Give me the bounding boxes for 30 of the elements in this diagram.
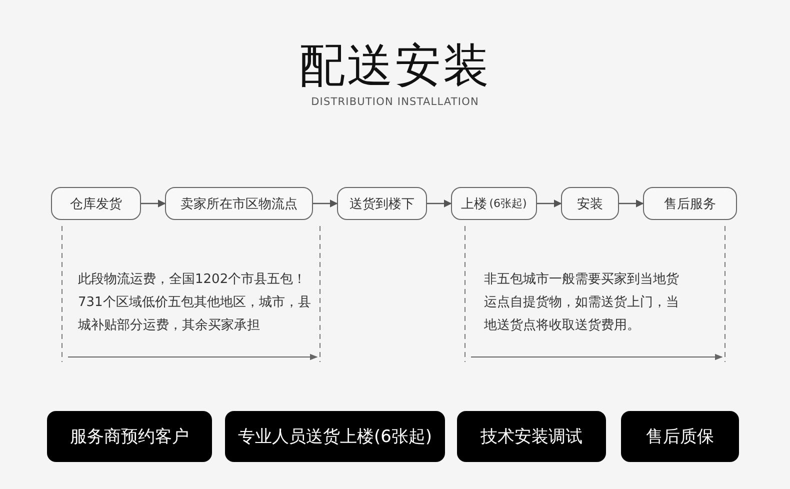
service-badge xyxy=(225,411,445,462)
service-badge xyxy=(47,411,212,462)
service-badge xyxy=(457,411,606,462)
badge-label: 售后质保 xyxy=(646,426,714,448)
step-box xyxy=(51,187,141,220)
arrow xyxy=(141,200,166,208)
badge-label: 专业人员送货上楼(6张起) xyxy=(238,426,432,448)
badge-label: 服务商预约客户 xyxy=(70,426,189,448)
service-badge xyxy=(621,411,739,462)
step-box xyxy=(337,187,427,220)
arrow xyxy=(313,200,338,208)
step-box xyxy=(165,187,313,220)
arrow xyxy=(427,200,452,208)
title: 配送安装 xyxy=(298,37,492,94)
arrow xyxy=(619,200,644,208)
step-label: 仓库发货 xyxy=(70,196,122,212)
note-text: 非五包城市一般需要买家到当地货运点自提货物，如需送货上门，当地送货点将收取送货费用。 xyxy=(484,271,680,335)
note-text: 此段物流运费，全国1202个市县五包！731个区域低价五包其他地区，城市，县城补贴部分运费，其余买家承担 xyxy=(78,271,312,335)
step-label: 售后服务 xyxy=(664,196,716,212)
badge-label: 技术安装调试 xyxy=(480,426,582,448)
step-box xyxy=(643,187,737,220)
step-label: 安装 xyxy=(577,196,603,212)
subtitle: DISTRIBUTION INSTALLATION xyxy=(310,96,480,108)
step-label: 送货到楼下 xyxy=(350,196,414,212)
step-label: 卖家所在市区物流点 xyxy=(180,196,298,212)
step-label: 上楼 xyxy=(461,196,488,212)
quantity-note: (6张起) xyxy=(489,196,527,211)
arrow xyxy=(537,200,562,208)
step-box xyxy=(561,187,619,220)
step-box xyxy=(451,187,537,220)
